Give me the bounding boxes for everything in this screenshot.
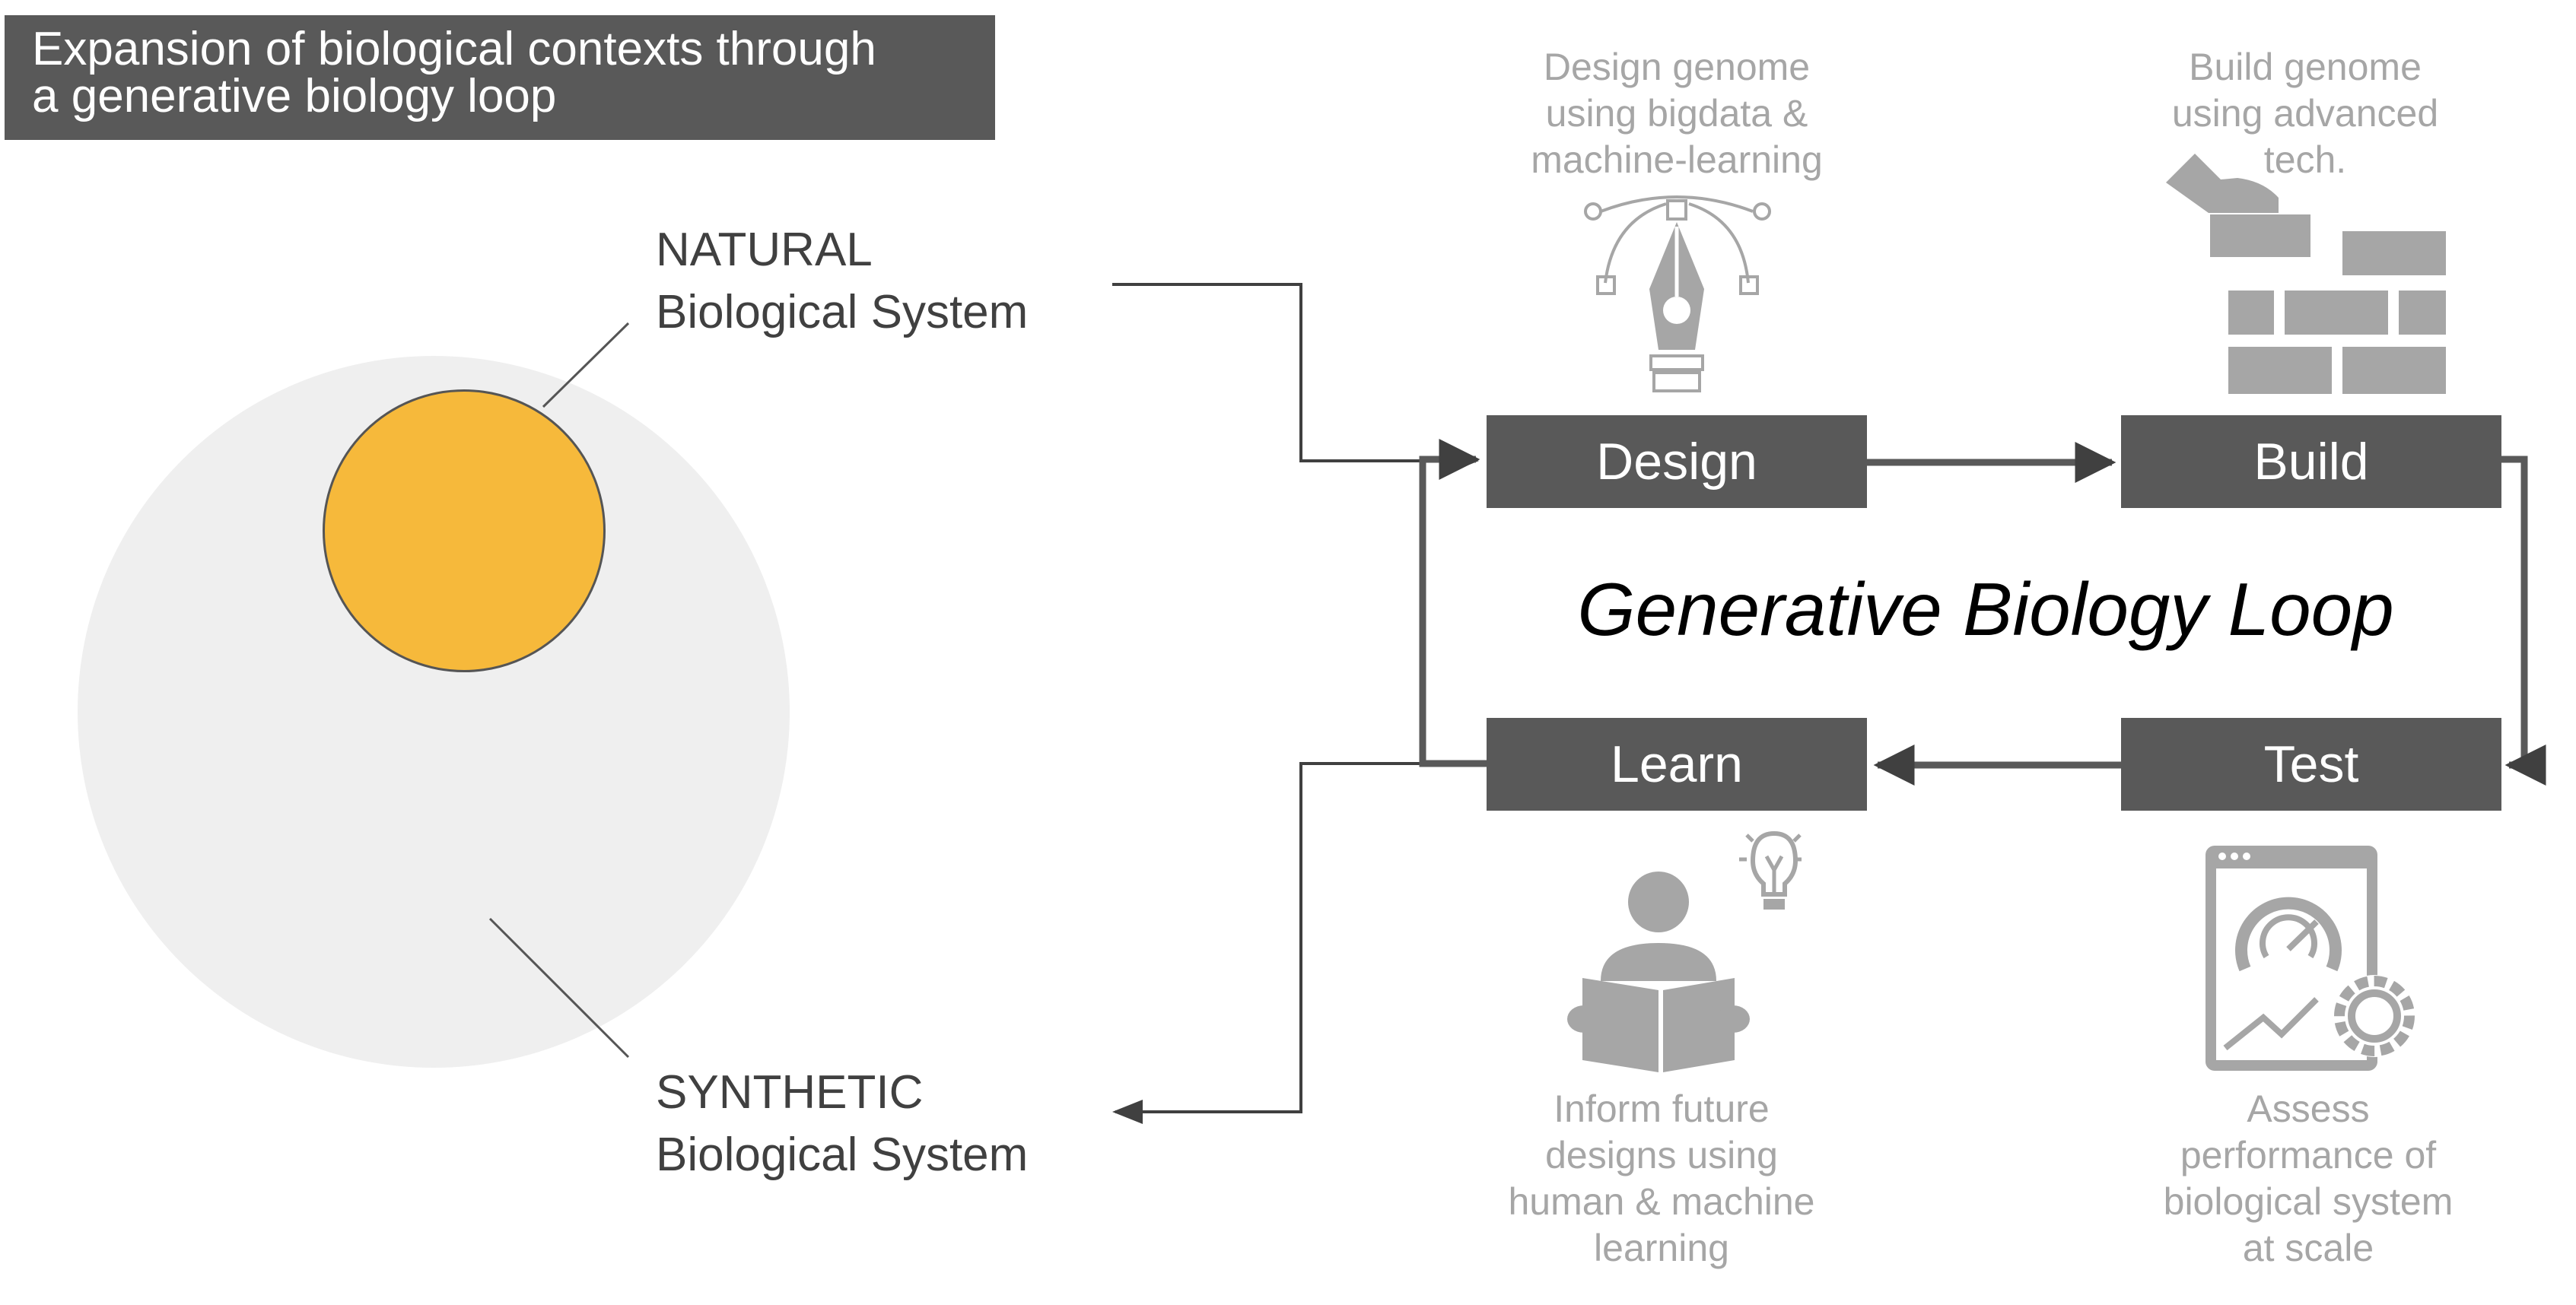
natural-to-design-arrow	[1112, 283, 1479, 473]
design-caption: Design genome using bigdata & machine-le…	[1479, 44, 1875, 183]
title-line-1: Expansion of biological contexts through	[32, 23, 876, 75]
learn-caption-line-3: human & machine	[1508, 1180, 1815, 1223]
hand-brick-wall-icon	[2166, 154, 2446, 394]
build-caption-line-2: using advanced	[2171, 92, 2439, 135]
reader-lightbulb-icon	[1567, 830, 1802, 1072]
learn-caption: Inform future designs using human & mach…	[1464, 1086, 1859, 1272]
natural-system-label: NATURAL Biological System	[656, 219, 1028, 344]
learn-box: Learn	[1487, 718, 1867, 811]
pen-tool-icon	[1584, 195, 1771, 392]
test-caption-line-3: biological system	[2163, 1180, 2454, 1223]
design-caption-line-2: using bigdata &	[1545, 92, 1808, 135]
learn-to-design-arrow	[1419, 439, 1488, 767]
natural-system-circle	[323, 389, 606, 672]
natural-leader-line	[542, 322, 630, 408]
synthetic-system-label: SYNTHETIC Biological System	[656, 1062, 1028, 1186]
test-caption-line-4: at scale	[2242, 1227, 2374, 1269]
test-caption-line-2: performance of	[2180, 1134, 2437, 1176]
test-caption-line-1: Assess	[2247, 1088, 2370, 1130]
loop-title: Generative Biology Loop	[1577, 567, 2394, 651]
test-box: Test	[2121, 718, 2501, 811]
build-caption: Build genome using advanced tech.	[2107, 44, 2503, 183]
build-caption-line-3: tech.	[2263, 138, 2347, 181]
learn-to-synthetic-arrow	[1112, 762, 1487, 1124]
natural-label-line-2: Biological System	[656, 286, 1029, 338]
synthetic-label-line-1: SYNTHETIC	[656, 1066, 924, 1119]
title-line-2: a generative biology loop	[32, 70, 557, 122]
test-caption: Assess performance of biological system …	[2110, 1086, 2506, 1272]
build-box: Build	[2121, 415, 2501, 508]
dashboard-gear-icon	[2206, 846, 2415, 1071]
learn-caption-line-2: designs using	[1545, 1134, 1778, 1176]
learn-caption-line-1: Inform future	[1554, 1088, 1770, 1130]
design-box: Design	[1487, 415, 1867, 508]
natural-label-line-1: NATURAL	[656, 224, 873, 276]
title-box: Expansion of biological contexts through…	[5, 15, 995, 140]
design-caption-line-3: machine-learning	[1531, 138, 1823, 181]
build-to-test-arrow	[2500, 456, 2546, 786]
design-caption-line-1: Design genome	[1543, 46, 1811, 88]
synthetic-leader-line	[488, 917, 630, 1059]
synthetic-label-line-2: Biological System	[656, 1129, 1029, 1181]
learn-caption-line-4: learning	[1594, 1227, 1729, 1269]
build-caption-line-1: Build genome	[2189, 46, 2422, 88]
